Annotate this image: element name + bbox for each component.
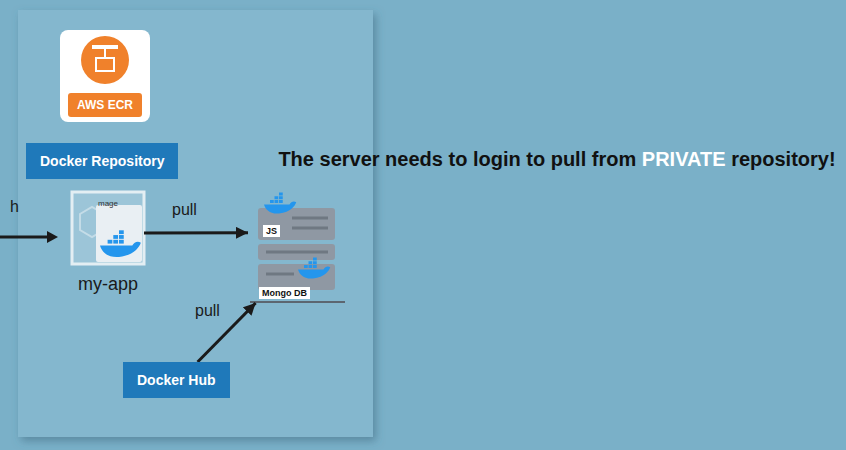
repository-box: Docker Repository [26, 143, 178, 179]
container-tag: JS [263, 225, 280, 237]
image-icon-frame [72, 192, 144, 264]
image-name: my-app [78, 274, 138, 295]
box-label: Docker Hub [137, 372, 216, 388]
registry-icon: AWS ECR [60, 30, 150, 122]
edge-label: pull [170, 201, 199, 219]
image-caption: mage [98, 199, 118, 208]
content-panel [18, 10, 373, 437]
server-slot [292, 227, 328, 230]
ecr-icon-tile [60, 30, 150, 122]
docker-whale [100, 230, 141, 257]
server-slot [266, 273, 294, 276]
server-base [250, 301, 345, 303]
crane-container [96, 58, 114, 71]
edge-label: pull [193, 302, 222, 320]
service-name: AWS ECR [68, 93, 142, 117]
crane-cable [104, 49, 106, 58]
headline-text: The server needs to login to pull from [278, 148, 636, 170]
headline-highlight: PRIVATE [642, 148, 726, 170]
pull-arrow [144, 231, 248, 234]
docker-whale [298, 258, 330, 279]
push-arrowhead [47, 231, 58, 243]
registry-box: Docker Hub [123, 362, 230, 398]
server-slot [266, 251, 328, 254]
crane-beam [92, 45, 118, 49]
headline: The server needs to login to pull from PR… [272, 143, 842, 175]
server-unit [258, 208, 335, 240]
server-icon: JS Mongo DB [248, 195, 343, 303]
push-arrow [0, 236, 50, 239]
headline-text: repository! [731, 148, 835, 170]
docker-whale [264, 193, 296, 214]
ecr-logo [81, 36, 129, 84]
image-page [96, 205, 142, 262]
image-icon: magemy-app [72, 192, 144, 264]
cut-off-label: h [10, 198, 19, 216]
box-label: Docker Repository [40, 153, 164, 169]
server-unit [258, 244, 335, 260]
server-slot [292, 217, 328, 220]
container-tag: Mongo DB [259, 287, 310, 299]
